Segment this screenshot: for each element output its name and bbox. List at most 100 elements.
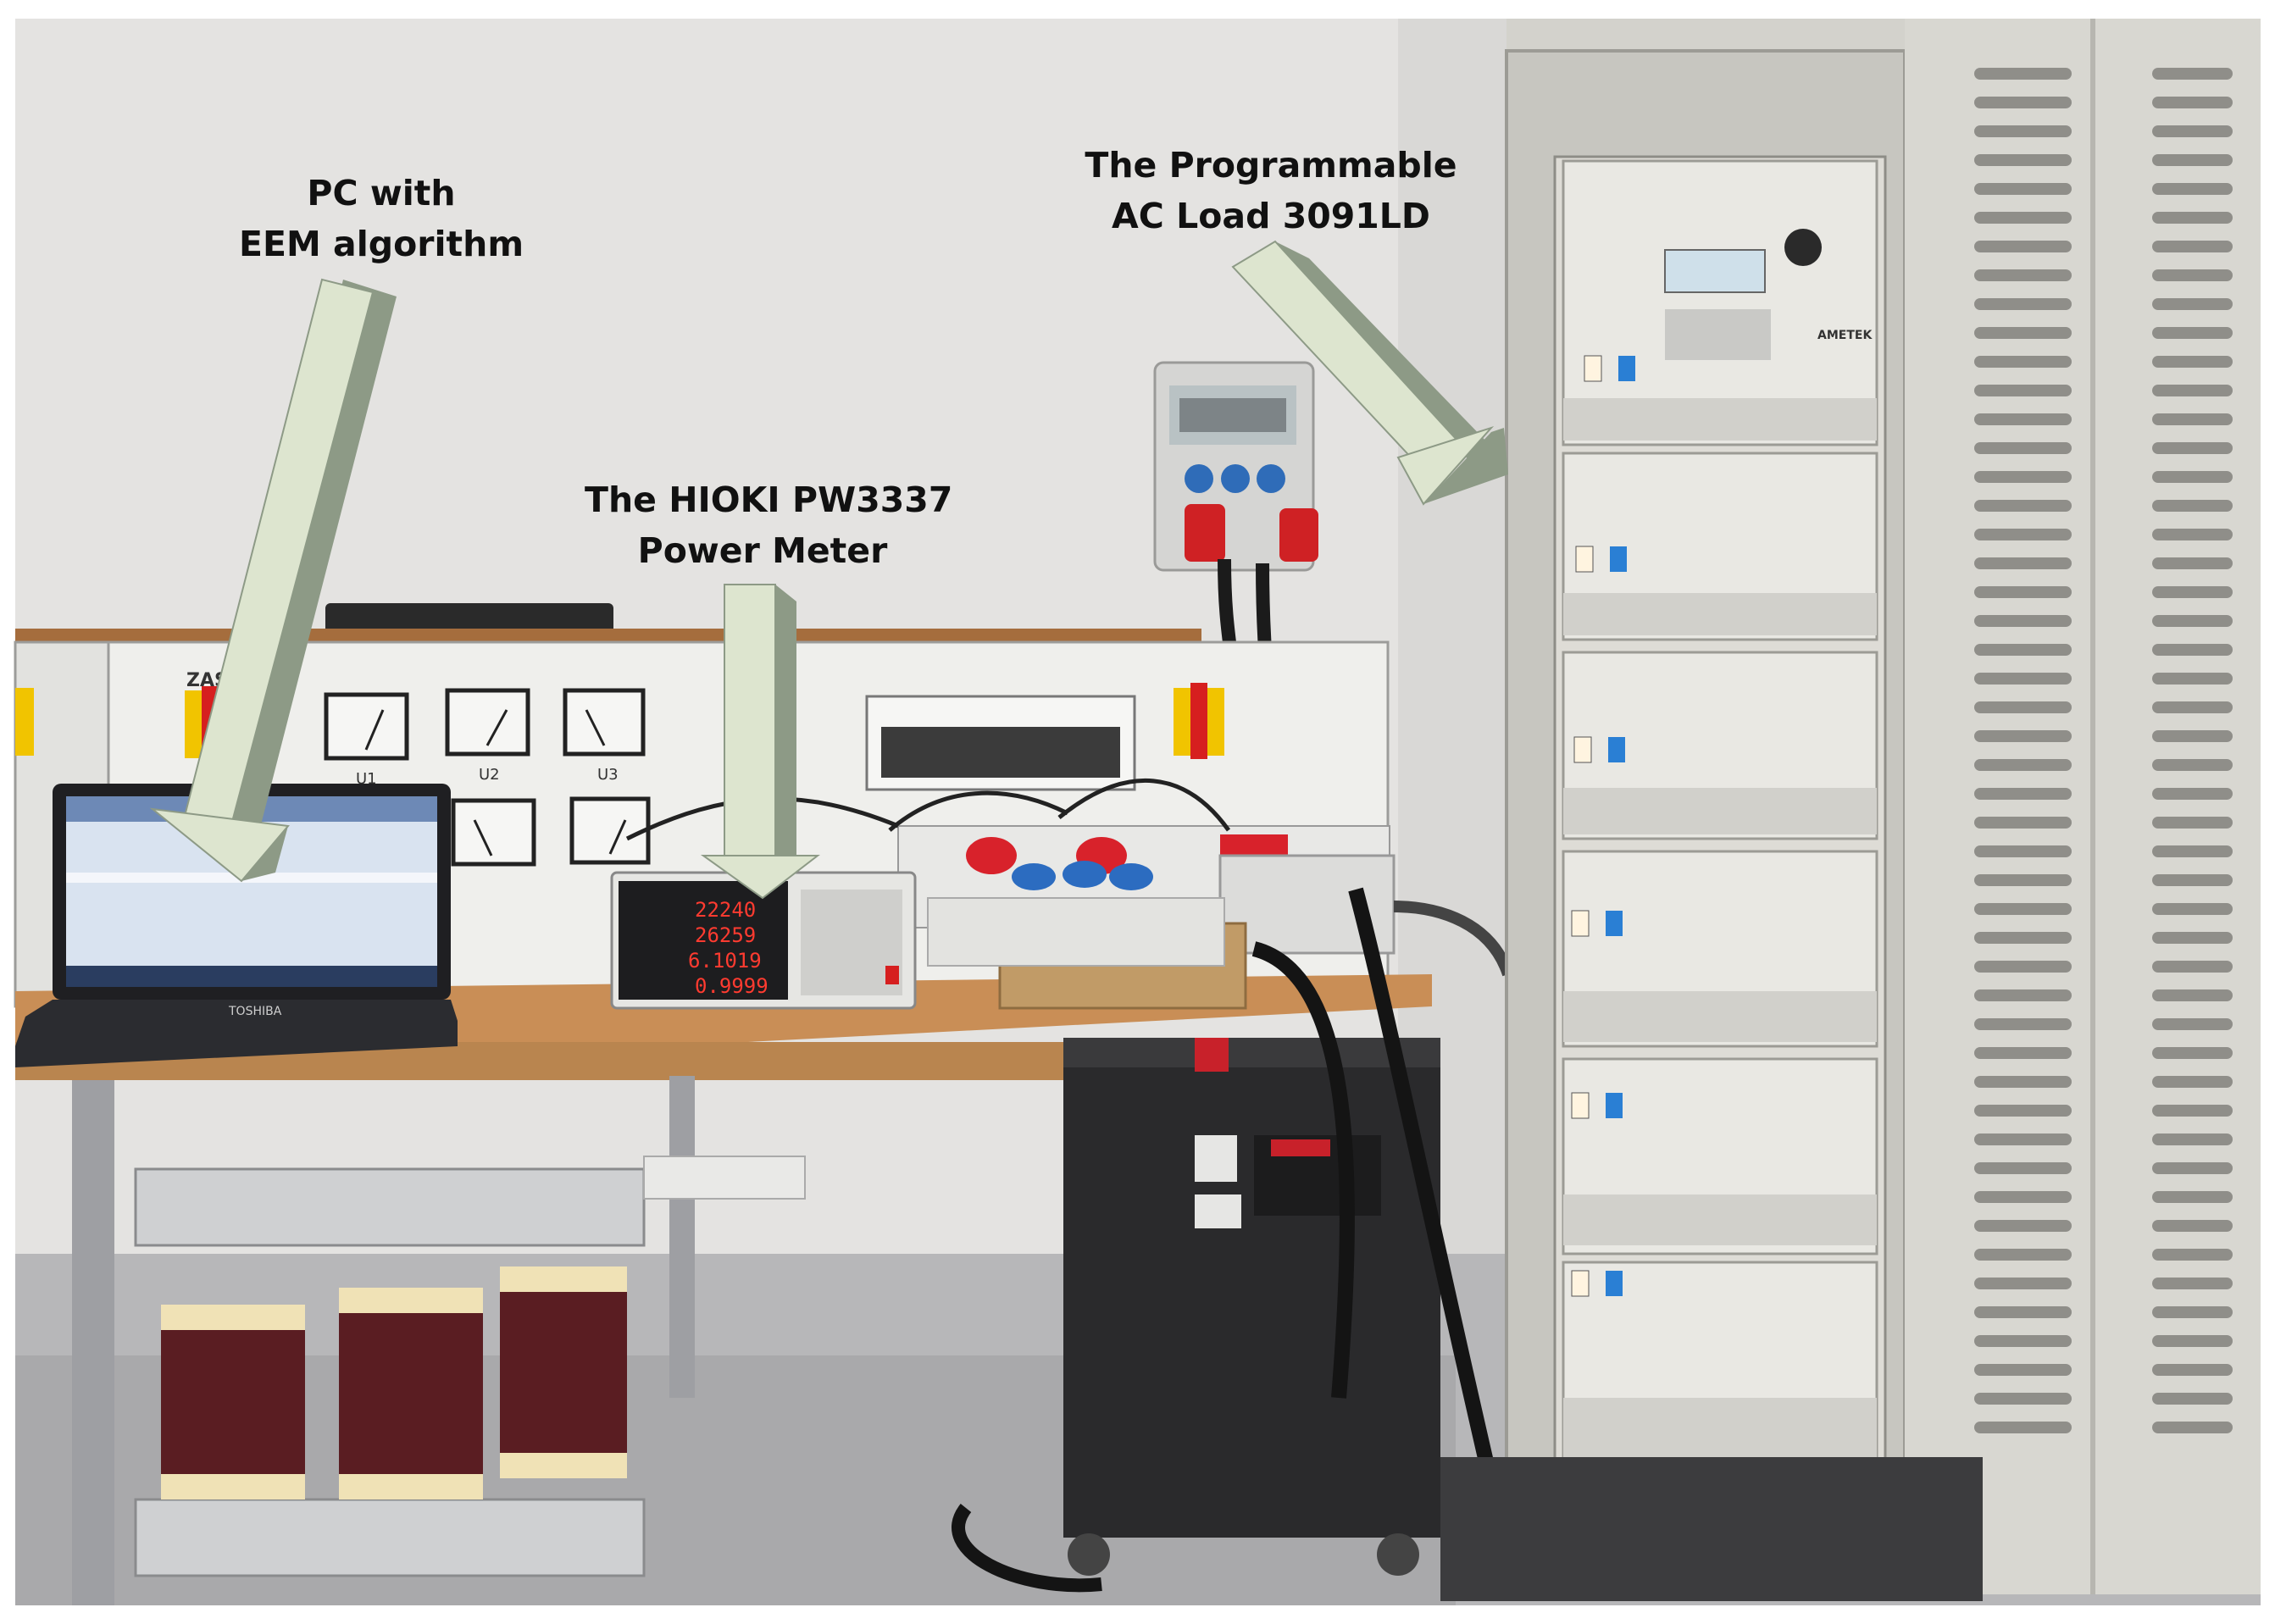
vent-slot: [2152, 759, 2233, 771]
caption-pc-line1: PC with: [307, 173, 456, 213]
vent-slot: [2152, 1076, 2233, 1088]
vent-slot: [1974, 68, 2072, 80]
vent-slot: [2152, 1220, 2233, 1232]
vent-slot: [1974, 845, 2072, 857]
vent-slot: [1974, 356, 2072, 368]
vent-slot: [1974, 442, 2072, 454]
meter-reading-2: 26259: [695, 923, 756, 947]
vent-slot: [1974, 298, 2072, 310]
vent: [1563, 398, 1877, 441]
arrow-to-meter: [700, 584, 820, 900]
gauge-u3: U3: [563, 688, 646, 784]
vent-slot: [2152, 817, 2233, 829]
vent-slot: [2152, 1335, 2233, 1347]
vent-slot: [2152, 1162, 2233, 1174]
vent-slot: [1974, 413, 2072, 425]
vent-slot: [1974, 1335, 2072, 1347]
vent-slot: [1974, 241, 2072, 252]
vent-slot: [1974, 817, 2072, 829]
ac-load-rack: AMETEK: [1505, 19, 2261, 1594]
hioki-power-meter: 22240 26259 6.1019 0.9999: [610, 871, 917, 1010]
vent-slot: [1974, 932, 2072, 944]
vent-slot: [2152, 298, 2233, 310]
vent-slot: [1974, 1018, 2072, 1030]
vent-slot: [2152, 327, 2233, 339]
load-unit-master: [1562, 159, 1878, 446]
laptop: TOSHIBA: [15, 784, 458, 1067]
test-wire: [888, 790, 1069, 832]
vent-slot: [2152, 557, 2233, 569]
arrow-to-ac-load: [1231, 240, 1508, 506]
vent-slot: [1974, 1220, 2072, 1232]
vent-slot: [2152, 471, 2233, 483]
vent-slot: [1974, 903, 2072, 915]
caption-pc-line2: EEM algorithm: [238, 224, 524, 264]
vent-slot: [1974, 1422, 2072, 1433]
caption-load-line2: AC Load 3091LD: [1112, 196, 1430, 236]
edge-switch: [15, 688, 34, 756]
outlet-strip: [643, 1156, 806, 1200]
caption-load-line1: The Programmable: [1085, 145, 1457, 186]
rack-vents: [1974, 68, 2072, 1433]
wall-socket-box: [1153, 361, 1318, 572]
main-switch-right: [1174, 683, 1224, 759]
vent-slot: [2152, 1018, 2233, 1030]
load-keypad: [1665, 309, 1771, 360]
vent-slot: [1974, 1306, 2072, 1318]
vent-slot: [2152, 154, 2233, 166]
vent-slot: [1974, 1047, 2072, 1059]
load-knob: [1784, 229, 1822, 266]
arrow-to-pc: [149, 278, 397, 883]
vent-slot: [1974, 1133, 2072, 1145]
vent-slot: [2152, 644, 2233, 656]
load-switch: [1584, 355, 1602, 382]
vent-slot: [1974, 1191, 2072, 1203]
vent-slot: [2152, 730, 2233, 742]
laptop-brand: TOSHIBA: [228, 1005, 282, 1018]
vent-slot: [2152, 615, 2233, 627]
vent-slot: [2152, 1047, 2233, 1059]
vent-slot: [1974, 1105, 2072, 1117]
vent-slot: [2152, 586, 2233, 598]
vent-slot: [2152, 356, 2233, 368]
vent-slot: [2152, 385, 2233, 396]
vent-slot: [2152, 932, 2233, 944]
caption-meter-line2: Power Meter: [637, 530, 888, 571]
breaker-box: [865, 695, 1136, 791]
vent-slot: [2152, 68, 2233, 80]
vent-slot: [1974, 759, 2072, 771]
gauge-label: U2: [479, 766, 500, 784]
vent-slot: [2152, 1249, 2233, 1261]
vent-slot: [2152, 1306, 2233, 1318]
vent-slot: [1974, 788, 2072, 800]
vent-slot: [2152, 125, 2233, 137]
vent-slot: [1974, 989, 2072, 1001]
vent-slot: [2152, 442, 2233, 454]
vent-slot: [1974, 557, 2072, 569]
vent-slot: [1974, 1364, 2072, 1376]
vent-slot: [1974, 701, 2072, 713]
vent-slot: [1974, 529, 2072, 540]
caption-load: The Programmable AC Load 3091LD: [1085, 140, 1457, 241]
vent-slot: [1974, 644, 2072, 656]
vent-slot: [1974, 327, 2072, 339]
vent-slot: [1974, 212, 2072, 224]
vent-slot: [1974, 385, 2072, 396]
clear-box: [927, 897, 1225, 967]
vent-slot: [2152, 1191, 2233, 1203]
rack-base: [1440, 1457, 1983, 1601]
vent-slot: [2152, 97, 2233, 108]
meter-reading-3: 6.1019: [688, 949, 762, 973]
rack-brand: AMETEK: [1817, 329, 1873, 342]
meter-reading-4: 0.9999: [695, 974, 769, 998]
vent-slot: [1974, 1076, 2072, 1088]
vent-slot: [2152, 413, 2233, 425]
vent-slot: [2152, 212, 2233, 224]
vent-slot: [1974, 269, 2072, 281]
vent-slot: [2152, 874, 2233, 886]
vent-slot: [1974, 1393, 2072, 1405]
vent-slot: [2152, 1278, 2233, 1289]
vent-slot: [1974, 586, 2072, 598]
